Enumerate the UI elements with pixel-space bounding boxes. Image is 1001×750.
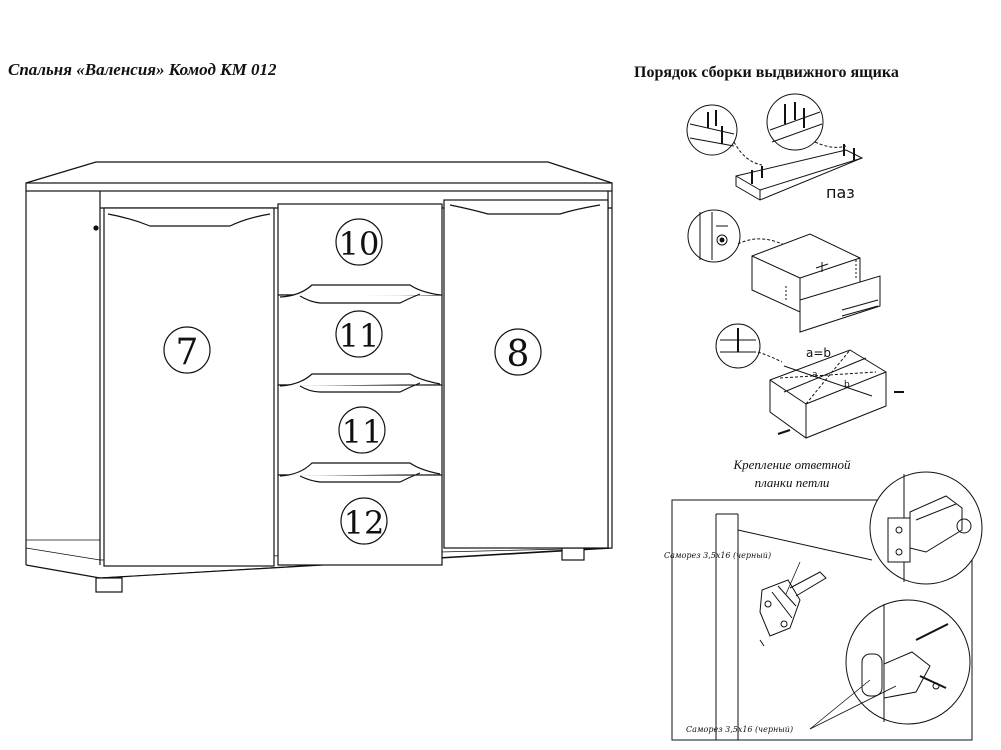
dowel-detail-left xyxy=(686,104,738,156)
svg-text:7: 7 xyxy=(176,332,199,373)
drawer-assembly-steps: паз xyxy=(686,93,904,439)
dim-a-label: a xyxy=(812,370,818,380)
screw-label-top: Саморез 3,5х16 (черный) xyxy=(664,551,771,560)
svg-text:11: 11 xyxy=(339,317,380,355)
svg-text:8: 8 xyxy=(507,334,530,375)
step-1-bottom-panel: паз xyxy=(686,93,864,202)
hinge-zoom-top xyxy=(869,471,983,585)
dowel-detail-right xyxy=(766,93,824,151)
screw-label-bottom: Саморез 3,5х16 (черный) xyxy=(686,725,793,734)
screw-detail-step2 xyxy=(687,209,741,263)
part-label-8: 8 xyxy=(494,328,542,376)
step-2-drawer-box xyxy=(687,209,881,333)
chest-drawing xyxy=(25,161,613,593)
hinge-mechanism xyxy=(759,571,827,647)
svg-text:11: 11 xyxy=(342,413,383,451)
hinge-caption-line2: планки петли xyxy=(754,475,830,490)
part-label-12: 12 xyxy=(340,497,388,545)
svg-text:10: 10 xyxy=(339,225,380,263)
hinge-caption-line1: Крепление ответной xyxy=(733,457,851,472)
part-label-11-upper: 11 xyxy=(335,310,383,358)
part-label-11-lower: 11 xyxy=(338,406,386,454)
product-title: Спальня «Валенсия» Комод КМ 012 xyxy=(8,60,277,79)
hinge-caption: Крепление ответной планки петли xyxy=(712,456,872,492)
step-3-squaring: a=b a b xyxy=(715,323,904,439)
screw-detail-step3 xyxy=(715,323,761,369)
left-door xyxy=(103,207,275,567)
equality-label: a=b xyxy=(806,346,831,360)
dim-b-label: b xyxy=(844,380,850,390)
part-label-7: 7 xyxy=(163,326,211,374)
part-label-10: 10 xyxy=(335,218,383,266)
assembly-title: Порядок сборки выдвижного ящика xyxy=(634,64,899,81)
hinge-zoom-bottom xyxy=(845,599,971,725)
svg-text:12: 12 xyxy=(344,504,385,542)
hinge-plate-detail: Саморез 3,5х16 (черный) Саморез 3,5х16 (… xyxy=(664,471,983,741)
groove-label: паз xyxy=(826,183,855,202)
